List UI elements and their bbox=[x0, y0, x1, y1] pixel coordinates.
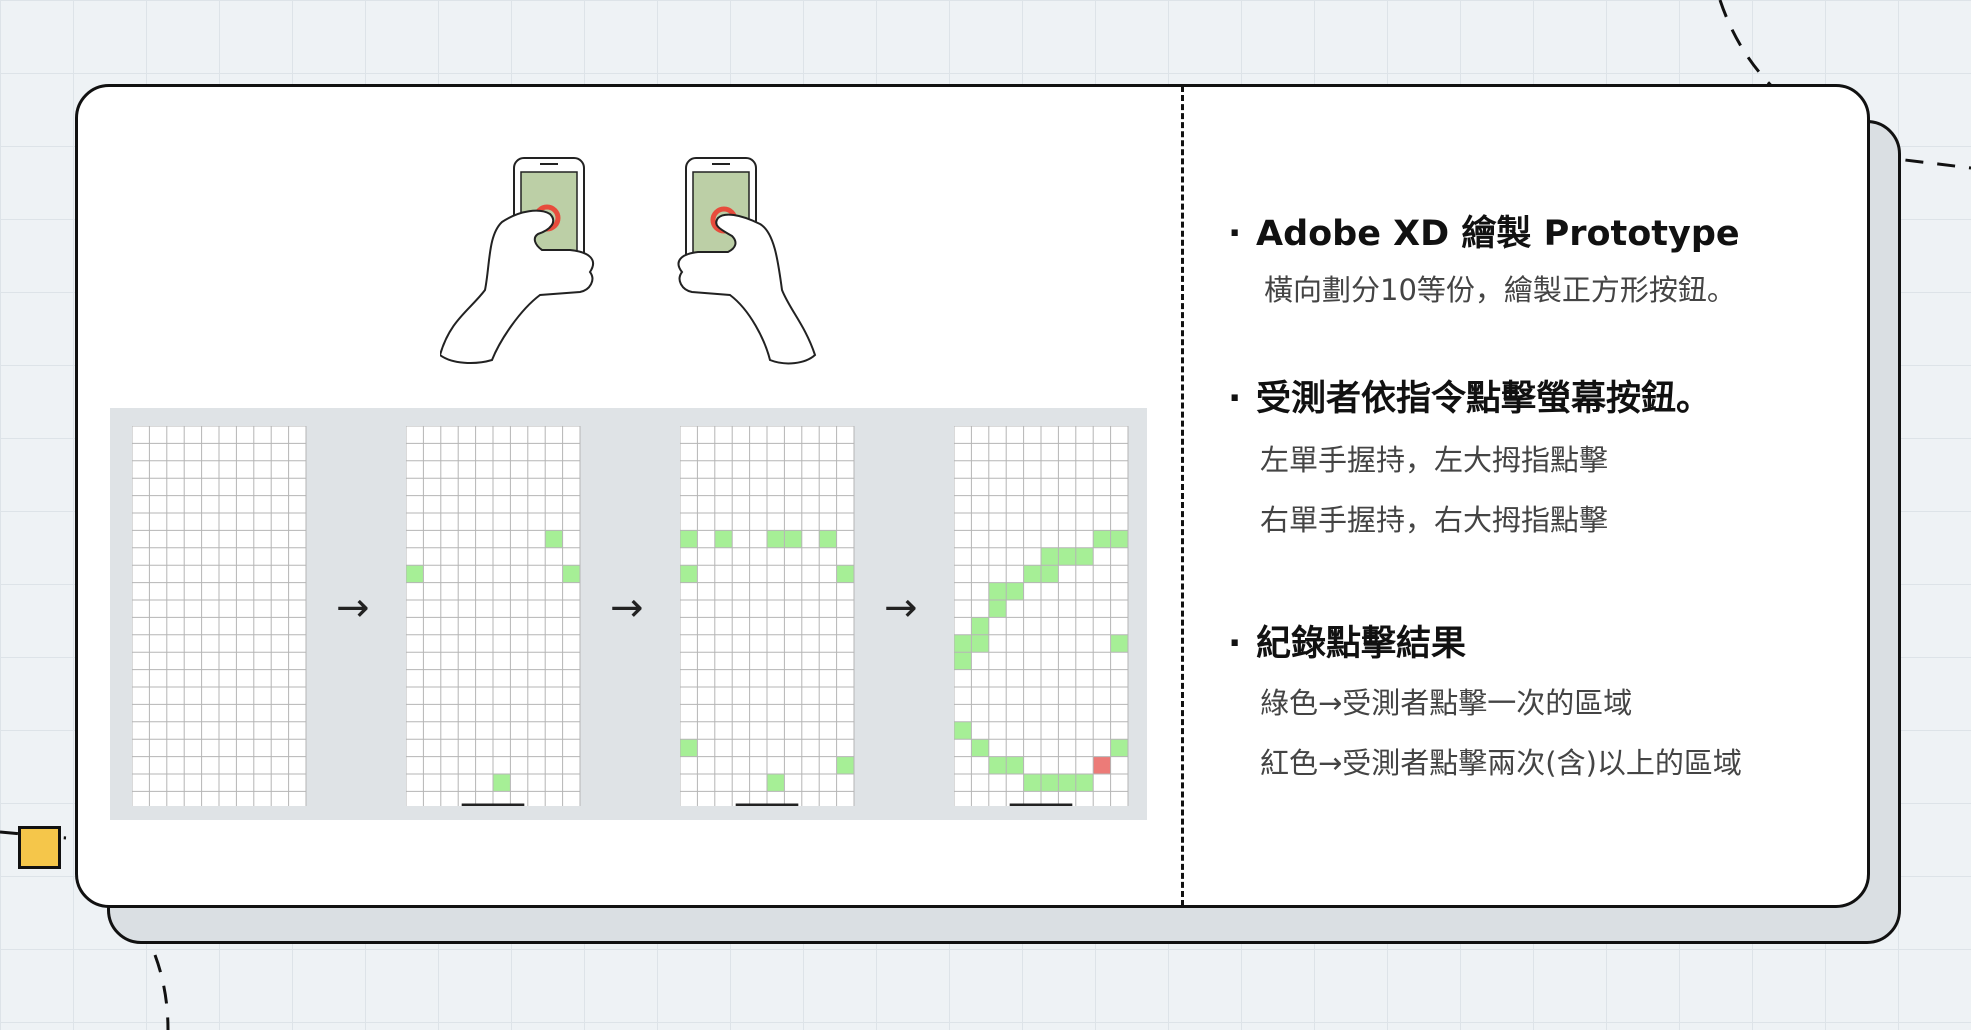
tapped-once-cell bbox=[1023, 774, 1041, 792]
tapped-once-cell bbox=[971, 634, 989, 653]
tapped-once-cell bbox=[836, 756, 854, 774]
tapped-once-cell bbox=[680, 530, 698, 548]
tapped-once-cell bbox=[1041, 547, 1059, 566]
grid-stage-3 bbox=[680, 426, 855, 806]
tapped-once-cell bbox=[954, 634, 972, 653]
tapped-once-cell bbox=[767, 774, 785, 792]
arrow-1: → bbox=[336, 585, 370, 631]
tapped-once-cell bbox=[1110, 739, 1128, 757]
instruction-right-hand: 右單手握持，右大拇指點擊 bbox=[1260, 503, 1609, 537]
section-title-prototype: ·Adobe XD 繪製 Prototype bbox=[1228, 214, 1740, 254]
tapped-once-cell bbox=[1058, 547, 1076, 566]
tapped-once-cell bbox=[1093, 530, 1111, 548]
tapped-once-cell bbox=[954, 652, 972, 670]
right-hand-phone-icon bbox=[677, 157, 817, 365]
result-green-meaning: 綠色→受測者點擊一次的區域 bbox=[1260, 686, 1633, 720]
instruction-left-hand: 左單手握持，左大拇指點擊 bbox=[1260, 443, 1609, 477]
tapped-once-cell bbox=[1006, 756, 1024, 774]
tapped-once-cell bbox=[1110, 634, 1128, 653]
tapped-once-cell bbox=[562, 565, 580, 583]
tapped-once-cell bbox=[1110, 530, 1128, 548]
tapped-once-cell bbox=[988, 582, 1007, 600]
tapped-once-cell bbox=[971, 617, 989, 635]
grid-stage-2 bbox=[406, 426, 581, 806]
tapped-multiple-cell bbox=[1093, 756, 1111, 774]
tapped-once-cell bbox=[1041, 565, 1059, 583]
tapped-once-cell bbox=[406, 565, 424, 583]
phone-holding-illustration bbox=[440, 157, 817, 365]
left-hand-phone-icon bbox=[440, 157, 595, 364]
tapped-once-cell bbox=[836, 565, 854, 583]
tapped-once-cell bbox=[767, 530, 785, 548]
tapped-once-cell bbox=[680, 739, 698, 757]
tapped-once-cell bbox=[971, 739, 989, 757]
result-red-meaning: 紅色→受測者點擊兩次(含)以上的區域 bbox=[1260, 746, 1742, 780]
tapped-once-cell bbox=[1058, 774, 1076, 792]
tapped-once-cell bbox=[545, 530, 563, 548]
tapped-once-cell bbox=[680, 565, 698, 583]
tapped-once-cell bbox=[1075, 774, 1094, 792]
tapped-once-cell bbox=[988, 600, 1007, 618]
dashed-divider bbox=[1181, 86, 1184, 906]
grid-stage-1 bbox=[132, 426, 307, 806]
tapped-once-cell bbox=[784, 530, 802, 548]
tapped-once-cell bbox=[493, 774, 511, 792]
tapped-once-cell bbox=[1023, 565, 1041, 583]
yellow-connector-square bbox=[18, 826, 61, 869]
section-title-results: ·紀錄點擊結果 bbox=[1228, 624, 1467, 664]
tapped-once-cell bbox=[1006, 582, 1024, 600]
tapped-once-cell bbox=[714, 530, 733, 548]
grid-progression-panel: → → → bbox=[110, 408, 1147, 820]
tapped-once-cell bbox=[819, 530, 837, 548]
tapped-once-cell bbox=[1041, 774, 1059, 792]
tapped-once-cell bbox=[1075, 547, 1094, 566]
grid-stage-4 bbox=[954, 426, 1129, 806]
arrow-3: → bbox=[884, 585, 918, 631]
prototype-description: 橫向劃分10等份，繪製正方形按鈕。 bbox=[1264, 273, 1736, 307]
tapped-once-cell bbox=[954, 721, 972, 740]
tapped-once-cell bbox=[988, 756, 1007, 774]
section-title-instructions: ·受測者依指令點擊螢幕按鈕。 bbox=[1228, 379, 1712, 419]
arrow-2: → bbox=[610, 585, 644, 631]
